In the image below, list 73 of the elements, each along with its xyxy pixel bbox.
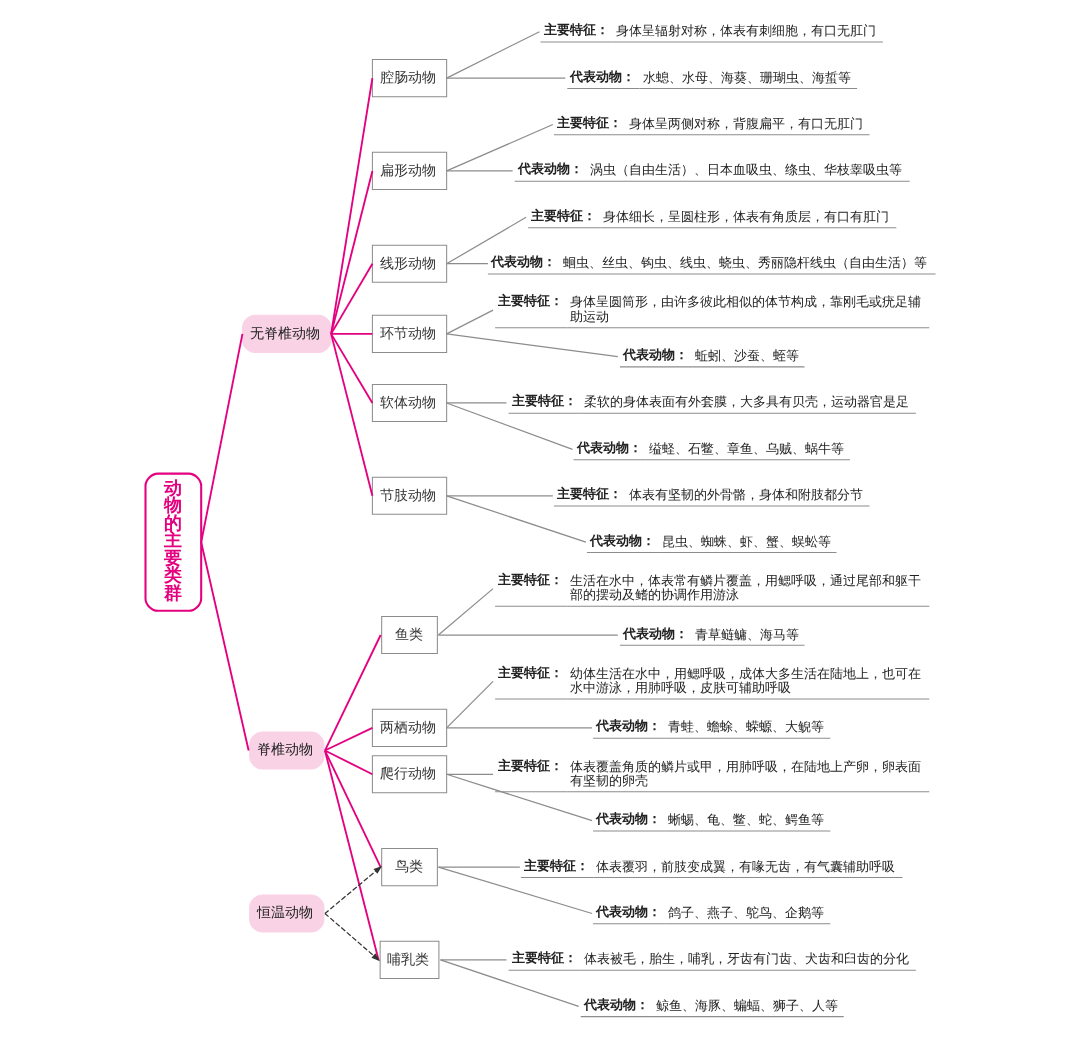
connector xyxy=(445,494,586,543)
node-text: 主要特征： 身体呈圆筒形，由许多彼此相似的体节构成，靠刚毛或疣足辅助运动 xyxy=(497,292,921,324)
node-text: 代表动物： 青草鲢鳙、海马等 xyxy=(622,625,799,642)
connector xyxy=(437,633,618,636)
node-box: 鸟类 xyxy=(380,847,438,886)
connector xyxy=(445,169,513,172)
connector xyxy=(445,332,618,357)
node-text: 主要特征： 身体呈辐射对称，体表有刺细胞，有口无肛门 xyxy=(543,21,876,38)
node-box: 恒温动物 xyxy=(248,893,324,933)
node-text: 代表动物： 鲸鱼、海豚、蝙蝠、狮子、人等 xyxy=(583,996,838,1013)
connector xyxy=(445,773,593,821)
node-text: 主要特征： 生活在水中，体表常有鳞片覆盖，用鳃呼吸，通过尾部和躯干部的摆动及鳍的协调作用游泳 xyxy=(497,571,921,602)
connector xyxy=(437,587,494,636)
connector xyxy=(329,76,373,335)
node-text: 代表动物： 昆虫、蜘蛛、虾、蟹、蜈蚣等 xyxy=(589,532,831,549)
connector xyxy=(445,401,573,450)
node-box: 腔肠动物 xyxy=(371,58,447,97)
node-text: 代表动物： 涡虫（自由生活）、日本血吸虫、绦虫、华枝睾吸虫等 xyxy=(517,160,902,177)
connector xyxy=(445,262,488,264)
node-text: 代表动物： 蜥蜴、龟、鳖、蛇、鳄鱼等 xyxy=(595,810,824,827)
node-text: 代表动物： 蚯蚓、沙蚕、蛭等 xyxy=(622,346,799,363)
node-box: 脊椎动物 xyxy=(248,730,324,770)
node-box: 无脊椎动物 xyxy=(241,314,332,353)
connector xyxy=(437,865,593,914)
connector xyxy=(323,749,373,775)
node-text: 代表动物： 缢蛏、石鳖、章鱼、乌贼、蜗牛等 xyxy=(576,439,844,456)
connector xyxy=(445,123,553,172)
arrow xyxy=(323,865,382,914)
node-box: 扁形动物 xyxy=(371,151,447,190)
connector xyxy=(323,633,382,751)
connector xyxy=(323,726,373,751)
node-text: 代表动物： 水螅、水母、海葵、珊瑚虫、海蜇等 xyxy=(569,68,851,85)
node-box: 线形动物 xyxy=(371,244,447,283)
arrow xyxy=(323,912,380,961)
node-text: 主要特征： 体表覆羽，前肢变成翼，有喙无齿，有气囊辅助呼吸 xyxy=(523,857,895,874)
node-box: 两栖动物 xyxy=(371,708,447,747)
connector xyxy=(445,216,527,264)
connector xyxy=(445,726,593,728)
connector xyxy=(437,865,520,868)
connector xyxy=(445,309,494,334)
node-text: 主要特征： 体表覆盖角质的鳞片或甲，用肺呼吸，在陆地上产卵，卵表面有坚韧的卵壳 xyxy=(497,757,921,788)
node-box: 节肢动物 xyxy=(371,476,447,515)
connector xyxy=(445,76,566,79)
node-box: 哺乳类 xyxy=(379,940,439,979)
connector xyxy=(323,749,379,961)
connector xyxy=(445,30,540,79)
node-box: 环节动物 xyxy=(371,314,447,353)
connector xyxy=(445,680,494,728)
connector xyxy=(323,749,382,868)
node-text: 代表动物： 蛔虫、丝虫、钩虫、线虫、蛲虫、秀丽隐杆线虫（自由生活）等 xyxy=(490,253,927,270)
node-box: 动物的主要类群 xyxy=(143,472,202,612)
node-text: 主要特征： 身体呈两侧对称，背腹扁平，有口无肛门 xyxy=(556,114,863,131)
node-text: 主要特征： 身体细长，呈圆柱形，体表有角质层，有口有肛门 xyxy=(530,207,889,224)
node-text: 主要特征： 柔软的身体表面有外套膜，大多具有贝壳，运动器官是足 xyxy=(511,392,909,409)
node-box: 软体动物 xyxy=(371,383,447,422)
node-box: 鱼类 xyxy=(380,615,438,654)
node-text: 主要特征： 幼体生活在水中，用鳃呼吸，成体大多生活在陆地上，也可在水中游泳，用肺呼吸，皮肤可辅助呼吸 xyxy=(497,664,921,695)
connector xyxy=(329,332,373,404)
connector xyxy=(445,401,507,404)
connector xyxy=(199,332,243,543)
connector xyxy=(329,169,373,335)
node-text: 主要特征： 体表被毛，胎生，哺乳，牙齿有门齿、犬齿和臼齿的分化 xyxy=(511,949,909,966)
node-box: 爬行动物 xyxy=(371,754,447,793)
connector xyxy=(439,958,507,960)
connector xyxy=(199,540,250,751)
connector xyxy=(445,494,553,496)
node-text: 代表动物： 鸽子、燕子、鸵鸟、企鹅等 xyxy=(595,903,824,920)
node-text: 主要特征： 体表有坚韧的外骨骼，身体和附肢都分节 xyxy=(556,485,863,502)
connector xyxy=(329,332,373,497)
connector xyxy=(439,958,579,1007)
connector xyxy=(329,262,373,335)
node-text: 代表动物： 青蛙、蟾蜍、蝾螈、大鲵等 xyxy=(595,717,824,734)
connector xyxy=(329,332,373,335)
